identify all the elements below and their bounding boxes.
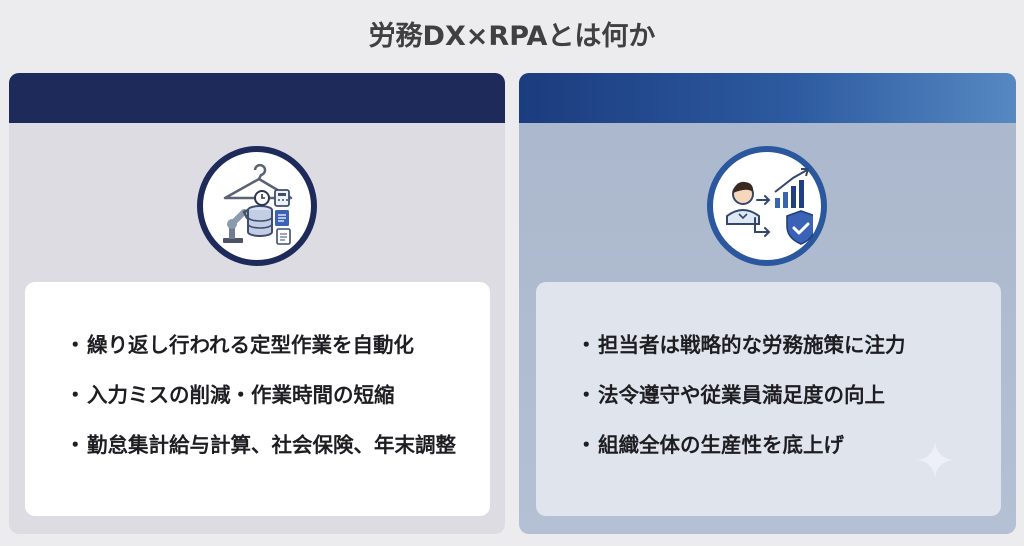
page-title: 労務DX×RPAとは何か [368,21,656,52]
list-item-text: 入力ミスの削減・作業時間の短縮 [87,383,395,407]
bullet: ・ [576,433,597,457]
bullet: ・ [65,333,86,357]
list-item: ・組織全体の生産性を底上げ [576,420,1001,470]
left-panel: ・繰り返し行われる定型作業を自動化 ・入力ミスの削減・作業時間の短縮 ・勤怠集計… [9,73,505,534]
bullet: ・ [65,433,86,457]
right-panel: ・担当者は戦略的な労務施策に注力 ・法令遵守や従業員満足度の向上 ・組織全体の生… [519,73,1016,534]
list-item: ・法令遵守や従業員満足度の向上 [576,370,1001,420]
list-item: ・担当者は戦略的な労務施策に注力 [576,320,1001,370]
right-card: ・担当者は戦略的な労務施策に注力 ・法令遵守や従業員満足度の向上 ・組織全体の生… [536,282,1001,516]
bullet: ・ [576,383,597,407]
right-header-band [519,73,1016,123]
list-item-text: 担当者は戦略的な労務施策に注力 [598,333,906,357]
list-item: ・勤怠集計給与計算、社会保険、年末調整 [65,420,490,470]
left-header-band [9,73,505,123]
bullet: ・ [576,333,597,357]
strategy-person-icon [707,146,827,266]
list-item-text: 勤怠集計給与計算、社会保険、年末調整 [87,433,456,457]
list-item-text: 法令遵守や従業員満足度の向上 [598,383,885,407]
list-item-text: 組織全体の生産性を底上げ [598,433,844,457]
sparkle-icon [917,442,953,478]
automation-icon [197,146,317,266]
list-item: ・繰り返し行われる定型作業を自動化 [65,320,490,370]
bullet: ・ [65,383,86,407]
left-card: ・繰り返し行われる定型作業を自動化 ・入力ミスの削減・作業時間の短縮 ・勤怠集計… [25,282,490,516]
list-item: ・入力ミスの削減・作業時間の短縮 [65,370,490,420]
list-item-text: 繰り返し行われる定型作業を自動化 [87,333,414,357]
